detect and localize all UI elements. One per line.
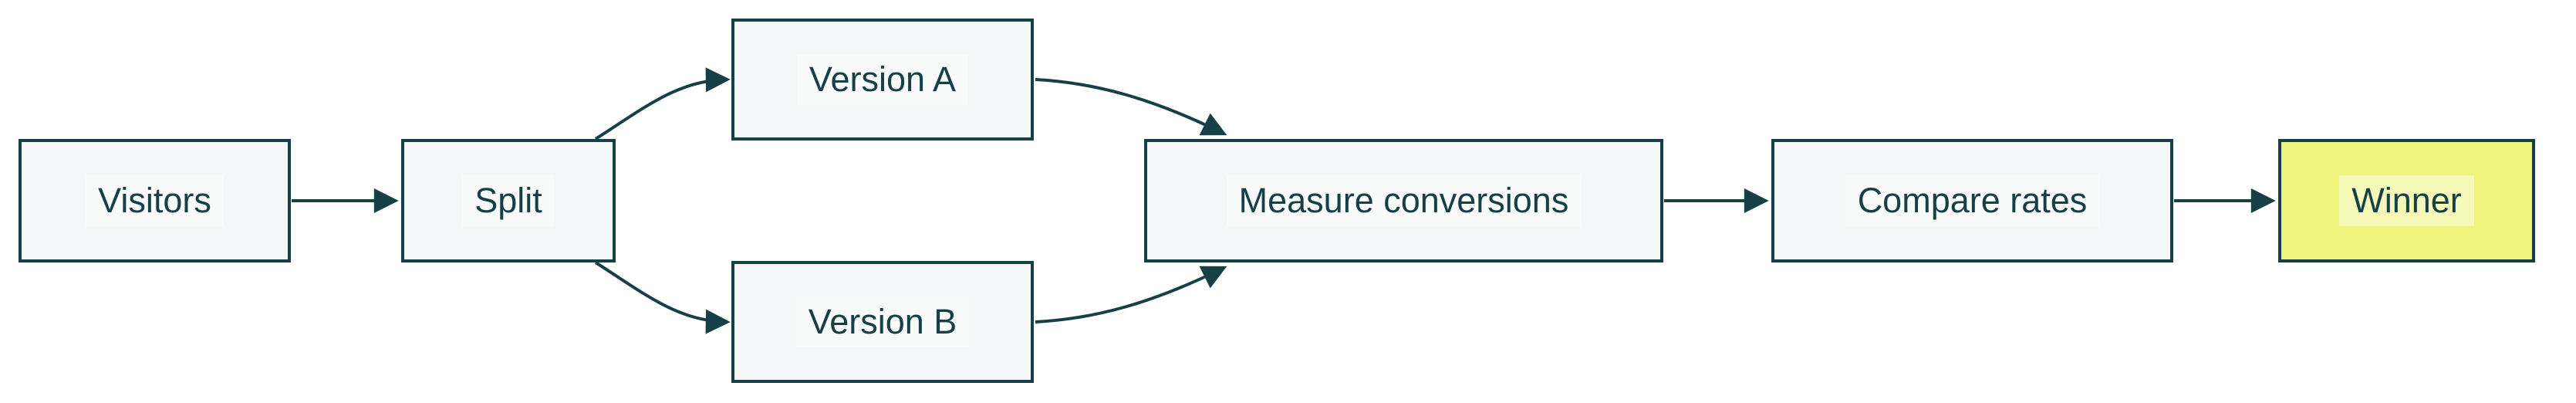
node-visitors: Visitors [19,139,291,262]
node-version-b-label: Version B [795,296,970,347]
node-compare-rates: Compare rates [1771,139,2173,262]
node-winner: Winner [2278,139,2535,262]
node-measure-conversions-label: Measure conversions [1226,175,1582,226]
node-winner-label: Winner [2339,175,2474,226]
edge-split-version-a [594,67,731,141]
node-compare-rates-label: Compare rates [1845,175,2100,226]
node-version-a-label: Version A [796,54,969,105]
edge-version-a-measure [1035,78,1227,136]
node-split-label: Split [462,175,555,226]
node-version-b: Version B [731,261,1034,383]
node-visitors-label: Visitors [86,175,224,226]
node-measure-conversions: Measure conversions [1144,139,1663,262]
node-split: Split [401,139,616,262]
edge-version-b-measure [1035,266,1227,323]
node-version-a: Version A [731,19,1034,141]
edge-split-version-b [594,261,731,334]
